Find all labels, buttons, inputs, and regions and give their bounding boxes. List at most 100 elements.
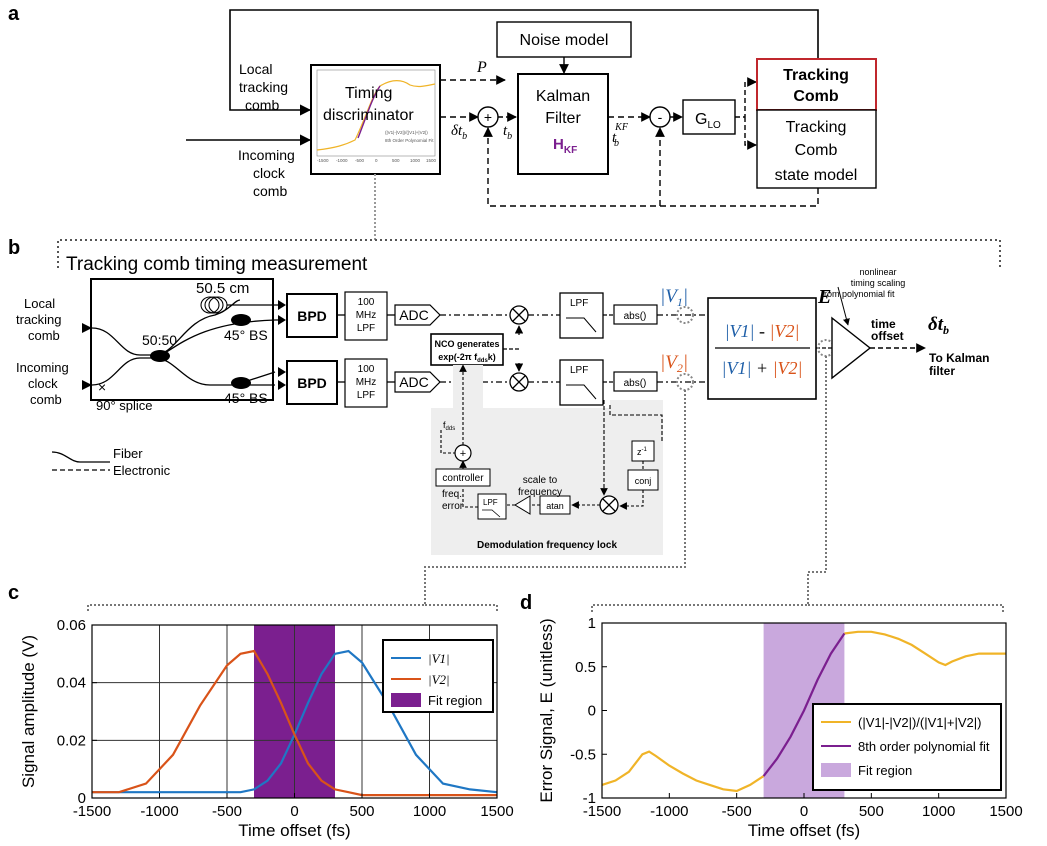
- inset-tick-5: 500: [392, 158, 400, 163]
- c-xtick-label-5: 1000: [413, 803, 446, 820]
- nonlinear-amp: [831, 316, 872, 380]
- tbkf-sup: KF: [614, 122, 629, 133]
- nonlinear-1: nonlinear: [859, 267, 896, 277]
- inset-tick-6: 1000: [410, 158, 421, 163]
- d-xlabel: Time offset (fs): [748, 821, 860, 840]
- abs-2-label: abs(): [624, 378, 647, 389]
- lpf-1-shape: [566, 317, 597, 333]
- nonlinear-2: timing scaling: [851, 278, 906, 288]
- lpf-3-label: LPF: [483, 498, 498, 507]
- inset-poly-curve: [357, 85, 381, 139]
- panel-a: a Local tracking comb Incoming clock com…: [8, 3, 877, 240]
- mixer-1-x: [512, 308, 526, 322]
- d-ylabel: Error Signal, E (unitless): [537, 618, 556, 802]
- d-xtick-label-4: 500: [859, 803, 884, 820]
- sum-b-plus: +: [460, 448, 466, 460]
- noise-model-box: [496, 21, 632, 58]
- timing-disc-1: Timing: [345, 85, 392, 102]
- v2-sub: 2: [677, 361, 683, 375]
- legend-fiber-line: [51, 451, 110, 463]
- c-legend-label-1: |V2|: [428, 672, 450, 687]
- conj-label: conj: [635, 476, 652, 486]
- d-xtick-label-2: -500: [722, 803, 752, 820]
- c-xtick-label-4: 500: [349, 803, 374, 820]
- sum-plus: +: [484, 109, 492, 125]
- mixer-3-x: [602, 498, 616, 512]
- b-incoming-3: comb: [30, 392, 62, 407]
- fiber-path-1: [91, 299, 241, 356]
- panel-b-label: b: [8, 237, 20, 259]
- a-incoming-1: Incoming: [238, 147, 295, 163]
- legend-electronic-label: Electronic: [113, 463, 171, 478]
- bs-top: [231, 314, 251, 326]
- d-series-0-part-0: [601, 750, 765, 793]
- state-model-3: state model: [775, 167, 858, 184]
- d-xtick-label-3: 0: [800, 803, 808, 820]
- glo-box: [682, 99, 736, 135]
- c-ytick-label-0: 0: [78, 790, 86, 807]
- panel-a-label: a: [8, 3, 20, 25]
- state-model-2: Comb: [795, 142, 838, 159]
- a-incoming-2: clock: [253, 165, 286, 181]
- demod-lock-bg-2: [453, 365, 483, 410]
- b-dtb-sub: b: [943, 323, 949, 337]
- tracking-comb-box: [756, 58, 877, 111]
- c-xlabel: Time offset (fs): [238, 821, 350, 840]
- b-incoming-2: clock: [28, 376, 58, 391]
- lpf-1: [559, 292, 604, 339]
- lpf100-2: [344, 358, 388, 408]
- panel-c-label: c: [8, 582, 19, 604]
- scale-2: frequency: [518, 487, 562, 498]
- d-series-0-part-1: [844, 630, 1006, 667]
- d-xtick-label-0: -1500: [583, 803, 621, 820]
- d-xtick-label-1: -1000: [650, 803, 688, 820]
- dtb-main: δt: [451, 123, 463, 139]
- freq-error-1: freq.: [442, 489, 462, 500]
- c-xtick-label-2: -500: [212, 803, 242, 820]
- inset-tick-4: 0: [375, 158, 378, 163]
- c-xtick-label-0: -1500: [73, 803, 111, 820]
- ratio-den-op: +: [751, 358, 772, 378]
- tracking-comb-2: Comb: [793, 88, 839, 105]
- b-to-d-dotted: [591, 356, 1004, 612]
- panel-d-label: d: [520, 592, 532, 614]
- inset-legend-1: (|V1|-|V2|)/(|V1|+|V2|): [385, 130, 428, 135]
- adc-2-label: ADC: [399, 374, 429, 390]
- tb-sub: b: [507, 131, 512, 142]
- lpf-2-shape: [566, 384, 597, 400]
- kalman-2: Filter: [545, 110, 581, 127]
- tbkf-sub: b: [614, 138, 619, 149]
- v2-label: |V2|: [660, 352, 688, 375]
- to-kalman-1: To Kalman: [929, 351, 989, 365]
- nco-1: NCO generates: [434, 339, 499, 349]
- z-main: z: [637, 447, 642, 457]
- lpf100-2-c: LPF: [357, 390, 375, 401]
- d-ytick-label-0: -1: [583, 790, 596, 807]
- lpf100-1-a: 100: [358, 297, 375, 308]
- hkf-sub: KF: [564, 145, 577, 156]
- b-local-3: comb: [28, 328, 60, 343]
- fb-branch-1: [609, 405, 663, 441]
- bpd2-arrows: [278, 367, 286, 390]
- time-offset-2: offset: [871, 329, 904, 343]
- b-local-1: Local: [24, 296, 55, 311]
- bpd1-arrows: [278, 300, 286, 325]
- hkf-label: HKF: [553, 136, 577, 156]
- glo-out-lines: [735, 81, 752, 146]
- glo-main: G: [695, 111, 707, 128]
- splice-x: ×: [98, 379, 106, 395]
- d-ytick-label-3: 0.5: [575, 659, 596, 676]
- feedback-dashed-1: [483, 127, 819, 207]
- d-legend-label-1: 8th order polynomial fit: [858, 739, 990, 754]
- nco-2-end: k): [488, 352, 496, 362]
- a-incoming-3: comb: [253, 183, 287, 199]
- atan-label: atan: [546, 501, 564, 511]
- inset-tick-3: -500: [355, 158, 365, 163]
- c-xtick-label-1: -1000: [140, 803, 178, 820]
- demod-lock-label: Demodulation frequency lock: [477, 540, 617, 551]
- panel-b: b Tracking comb timing measurement Local…: [8, 237, 1004, 612]
- to-kalman-2: filter: [929, 364, 955, 378]
- lpf3-to-ctrl: [462, 487, 478, 508]
